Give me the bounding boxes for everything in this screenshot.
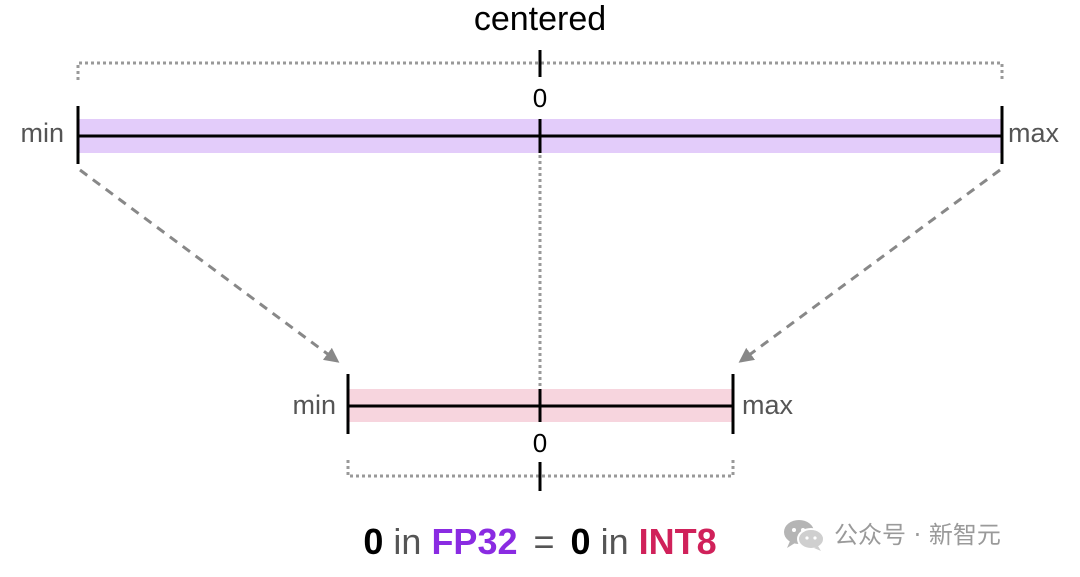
max-mapping-arrow: [738, 168, 1001, 363]
int8-zero-label: 0: [533, 428, 547, 458]
equivalence-caption: 0 in FP32 = 0 in INT8: [0, 518, 1080, 566]
watermark: 公众号 · 新智元: [782, 515, 1001, 555]
caption-right-value: 0: [570, 521, 591, 562]
top-range-bracket: [76, 61, 1004, 80]
bottom-range-bracket: [346, 460, 735, 478]
watermark-text: 公众号 · 新智元: [834, 521, 1001, 549]
caption-equals: =: [533, 521, 555, 562]
caption-int8-type: INT8: [638, 521, 717, 562]
min-mapping-arrow: [79, 168, 340, 363]
caption-fp32-type: FP32: [431, 521, 518, 562]
caption-left-value: 0: [363, 521, 384, 562]
diagram-title: centered: [474, 0, 606, 38]
fp32-zero-label: 0: [533, 83, 547, 113]
wechat-icon: [782, 517, 826, 553]
fp32-min-label: min: [20, 118, 64, 148]
caption-in-word: in: [393, 521, 422, 562]
int8-max-label: max: [742, 390, 794, 420]
fp32-max-label: max: [1008, 118, 1060, 148]
caption-in-word-2: in: [600, 521, 629, 562]
int8-min-label: min: [292, 390, 336, 420]
